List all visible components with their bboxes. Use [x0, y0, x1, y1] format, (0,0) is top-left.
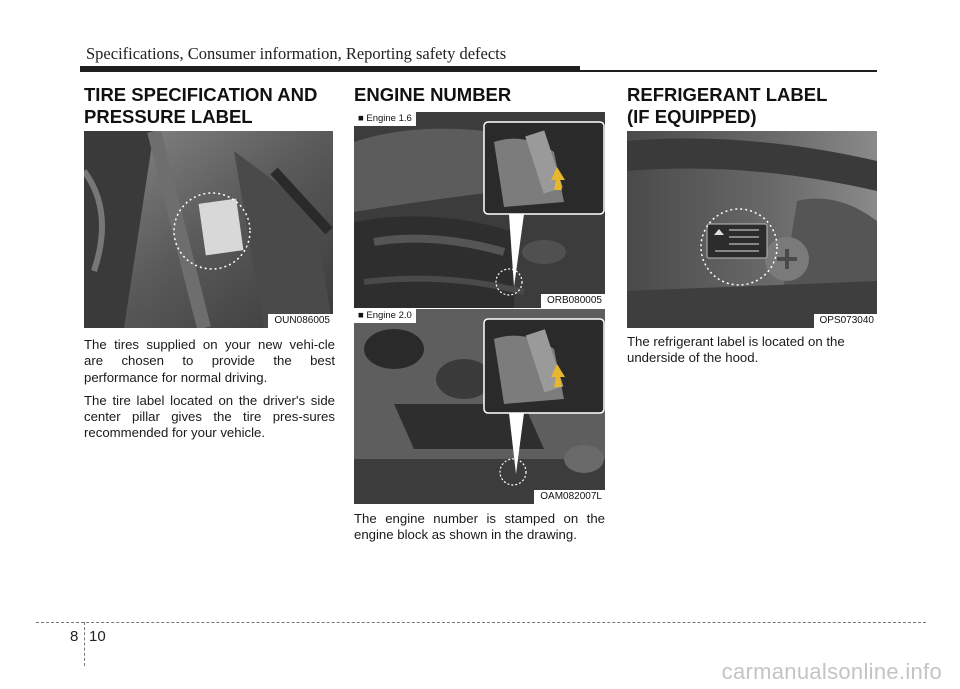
tire-section-title: TIRE SPECIFICATION AND PRESSURE LABEL — [84, 84, 336, 128]
page-header-title: Specifications, Consumer information, Re… — [86, 44, 507, 63]
engine-1-6-photo: ■ Engine 1.6 ORB080005 — [354, 112, 605, 308]
header-rule — [580, 70, 877, 72]
tire-text: The tires supplied on your new vehi-cle … — [84, 337, 335, 442]
engine-2-0-label: ■ Engine 2.0 — [354, 309, 416, 323]
engine-text: The engine number is stamped on the engi… — [354, 511, 605, 544]
refrigerant-hood-photo: OPS073040 — [627, 131, 877, 328]
tire-paragraph-1: The tires supplied on your new vehi-cle … — [84, 337, 335, 385]
engine-section-title: ENGINE NUMBER — [354, 84, 512, 105]
refrigerant-section: REFRIGERANT LABEL (IF EQUIPPED) — [627, 84, 879, 128]
refrigerant-paragraph: The refrigerant label is located on the … — [627, 334, 845, 366]
page-number: 10 — [89, 628, 106, 645]
engine-section: ENGINE NUMBER — [354, 84, 606, 106]
header-bar — [80, 66, 580, 72]
tire-pillar-photo: OUN086005 — [84, 131, 333, 328]
footer-dashed-rule — [36, 622, 926, 623]
site-watermark: carmanualsonline.info — [721, 659, 942, 684]
engine-paragraph: The engine number is stamped on the engi… — [354, 511, 605, 543]
footer-dashed-divider — [84, 622, 85, 666]
tire-title-line1: TIRE SPECIFICATION AND — [84, 84, 318, 105]
refrigerant-text: The refrigerant label is located on the … — [627, 334, 878, 367]
refrigerant-title-line2: (IF EQUIPPED) — [627, 106, 757, 127]
engine-1-6-image-code: ORB080005 — [540, 294, 605, 308]
refrigerant-section-title: REFRIGERANT LABEL (IF EQUIPPED) — [627, 84, 879, 128]
tire-section: TIRE SPECIFICATION AND PRESSURE LABEL — [84, 84, 336, 128]
engine-1-6-label: ■ Engine 1.6 — [354, 112, 416, 126]
tire-paragraph-2: The tire label located on the driver's s… — [84, 392, 335, 441]
chapter-number: 8 — [70, 628, 79, 645]
tire-image-code: OUN086005 — [268, 314, 333, 328]
engine-2-0-image-code: OAM082007L — [534, 490, 605, 504]
tire-title-line2: PRESSURE LABEL — [84, 106, 253, 127]
refrigerant-image-code: OPS073040 — [813, 314, 877, 328]
engine-2-0-photo: ■ Engine 2.0 OAM082007L — [354, 309, 605, 504]
refrigerant-title-line1: REFRIGERANT LABEL — [627, 84, 828, 105]
